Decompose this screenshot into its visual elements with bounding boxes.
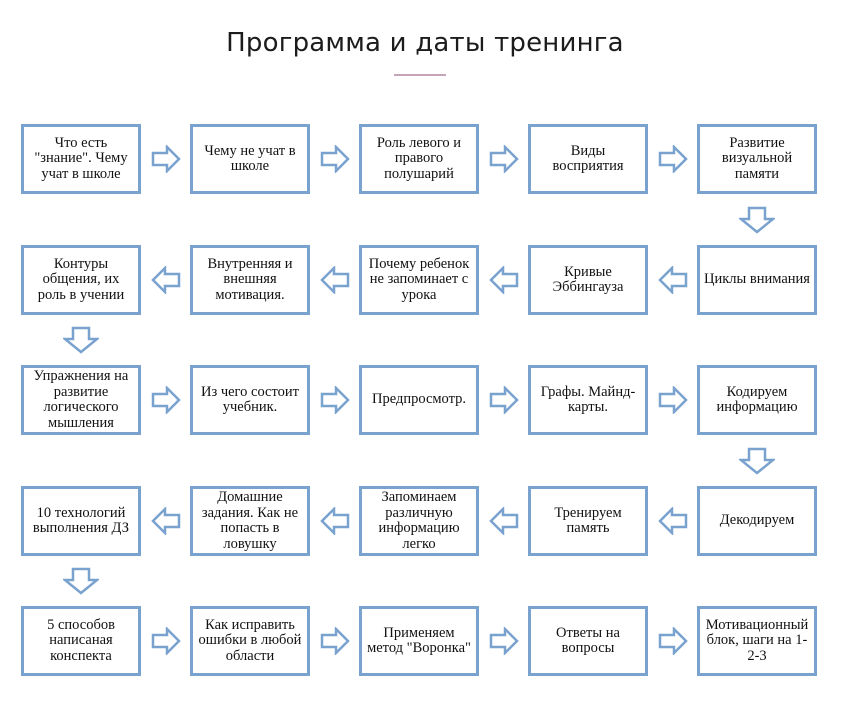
step-label: Почему ребенок не запоминает с урока — [368, 255, 470, 303]
step-label: Предпросмотр. — [371, 391, 467, 408]
step-label: Применяем метод "Воронка" — [367, 624, 471, 656]
arrow-left-icon — [150, 507, 181, 535]
step-box: Тренируем память — [528, 486, 648, 556]
arrow-left-icon — [657, 507, 688, 535]
step-label: Запоминаем различную информацию легко — [378, 489, 460, 552]
arrow-down-icon — [63, 326, 99, 354]
step-box: Мотивационный блок, шаги на 1-2-3 — [697, 606, 817, 676]
arrow-down-icon — [63, 567, 99, 595]
arrow-left-icon — [657, 266, 688, 294]
step-box: Ответы на вопросы — [528, 606, 648, 676]
step-box: Графы. Майнд-карты. — [528, 365, 648, 435]
step-box: Что есть "знание". Чему учат в школе — [21, 124, 141, 194]
step-box: Виды восприятия — [528, 124, 648, 194]
arrow-left-icon — [319, 266, 350, 294]
step-label: Кривые Эббингауза — [552, 263, 624, 295]
arrow-right-icon — [151, 145, 181, 173]
step-box: Запоминаем различную информацию легко — [359, 486, 479, 556]
step-label: Как исправить ошибки в любой области — [198, 616, 302, 664]
step-label: Мотивационный блок, шаги на 1-2-3 — [705, 616, 809, 664]
step-label: 10 технологий выполнения ДЗ — [32, 504, 130, 536]
arrow-left-icon — [150, 266, 181, 294]
step-label: Контуры общения, их роль в учении — [37, 255, 125, 303]
step-label: Из чего состоит учебник. — [201, 383, 299, 415]
step-label: Что есть "знание". Чему учат в школе — [34, 134, 128, 182]
arrow-left-icon — [488, 507, 519, 535]
arrow-right-icon — [151, 386, 181, 414]
step-box: Предпросмотр. — [359, 365, 479, 435]
step-label: Кодируем информацию — [716, 383, 798, 415]
step-box: Контуры общения, их роль в учении — [21, 245, 141, 315]
step-label: Виды восприятия — [552, 142, 624, 174]
step-box: Роль левого и правого полушарий — [359, 124, 479, 194]
step-box: Кривые Эббингауза — [528, 245, 648, 315]
step-box: Упражнения на развитие логического мышле… — [21, 365, 141, 435]
arrow-right-icon — [489, 627, 519, 655]
step-box: Кодируем информацию — [697, 365, 817, 435]
arrow-right-icon — [658, 627, 688, 655]
page-title: Программа и даты тренинга — [226, 28, 624, 58]
step-label: Циклы внимания — [704, 271, 810, 288]
step-box: Из чего состоит учебник. — [190, 365, 310, 435]
step-label: Декодируем — [719, 512, 795, 529]
step-box: 10 технологий выполнения ДЗ — [21, 486, 141, 556]
step-label: 5 способов написаная конспекта — [47, 616, 115, 664]
step-box: Как исправить ошибки в любой области — [190, 606, 310, 676]
arrow-right-icon — [489, 145, 519, 173]
step-box: Внутренняя и внешняя мотивация. — [190, 245, 310, 315]
title-underline — [394, 74, 446, 76]
step-label: Домашние задания. Как не попасть в ловуш… — [201, 489, 299, 552]
arrow-left-icon — [319, 507, 350, 535]
step-box: Чему не учат в школе — [190, 124, 310, 194]
arrow-right-icon — [320, 386, 350, 414]
step-label: Упражнения на развитие логического мышле… — [33, 368, 129, 431]
arrow-right-icon — [151, 627, 181, 655]
arrow-right-icon — [658, 386, 688, 414]
step-box: Почему ребенок не запоминает с урока — [359, 245, 479, 315]
step-label: Ответы на вопросы — [556, 624, 620, 656]
arrow-right-icon — [658, 145, 688, 173]
step-label: Развитие визуальной памяти — [721, 134, 793, 182]
step-box: 5 способов написаная конспекта — [21, 606, 141, 676]
step-label: Тренируем память — [554, 504, 622, 536]
step-box: Развитие визуальной памяти — [697, 124, 817, 194]
step-label: Внутренняя и внешняя мотивация. — [207, 255, 293, 303]
step-label: Чему не учат в школе — [204, 142, 296, 174]
step-box: Домашние задания. Как не попасть в ловуш… — [190, 486, 310, 556]
step-box: Циклы внимания — [697, 245, 817, 315]
arrow-right-icon — [320, 627, 350, 655]
arrow-left-icon — [488, 266, 519, 294]
arrow-right-icon — [320, 145, 350, 173]
arrow-down-icon — [739, 206, 775, 234]
arrow-right-icon — [489, 386, 519, 414]
step-box: Применяем метод "Воронка" — [359, 606, 479, 676]
step-label: Роль левого и правого полушарий — [376, 134, 462, 182]
arrow-down-icon — [739, 447, 775, 475]
step-label: Графы. Майнд-карты. — [540, 383, 636, 415]
step-box: Декодируем — [697, 486, 817, 556]
